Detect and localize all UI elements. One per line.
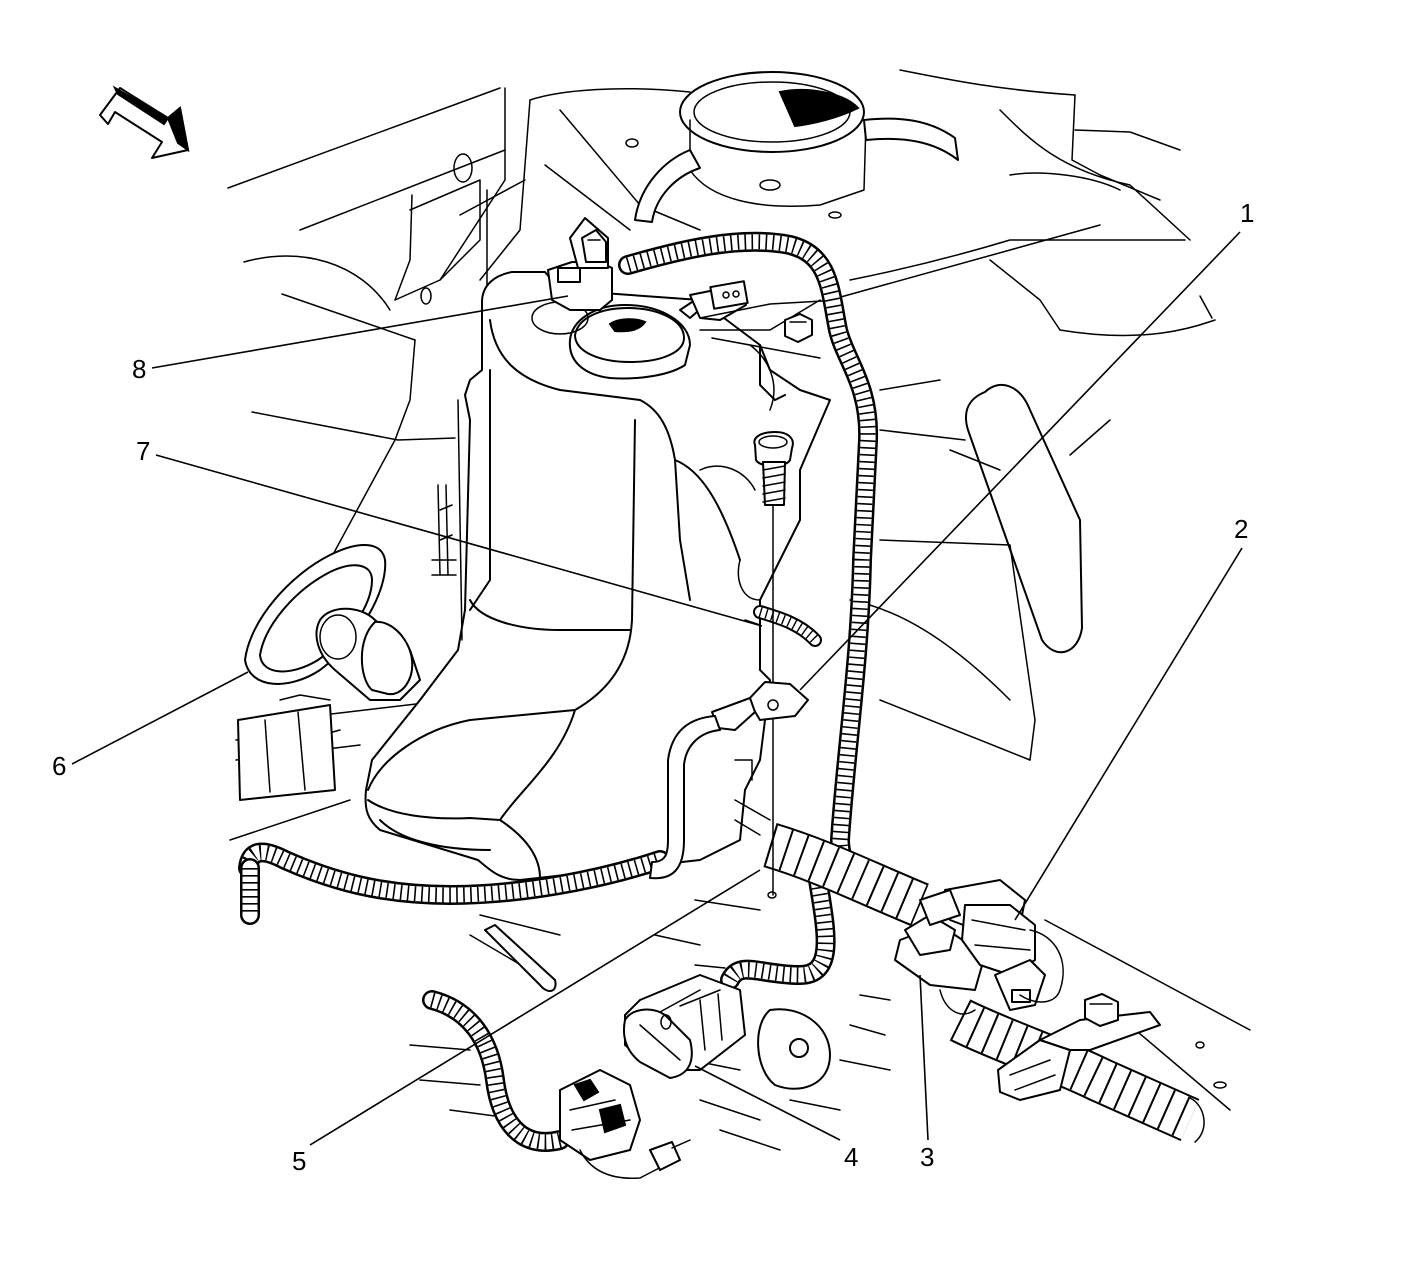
callout-4: 4 <box>844 1142 858 1172</box>
arrow-icon <box>99 85 190 159</box>
callout-7: 7 <box>136 436 150 466</box>
callout-6: 6 <box>52 751 66 781</box>
leader-7 <box>155 454 763 627</box>
ground-terminal <box>649 681 809 880</box>
leader-2 <box>1014 547 1243 921</box>
leader-6 <box>71 671 249 765</box>
bracket-top <box>689 280 841 359</box>
level-sensor <box>547 217 613 311</box>
body-structure <box>227 69 1251 1151</box>
callout-5: 5 <box>292 1146 306 1176</box>
filler-cap <box>531 299 706 380</box>
pump-connector <box>559 1069 691 1179</box>
callout-1: 1 <box>1240 198 1254 228</box>
harness-clip <box>997 993 1161 1101</box>
leader-lines <box>71 231 1243 1146</box>
wiring-harness <box>238 231 910 1152</box>
callout-3: 3 <box>920 1142 934 1172</box>
callout-8: 8 <box>132 354 146 384</box>
callouts: 1 2 3 4 5 6 7 8 <box>52 198 1254 1176</box>
leader-3 <box>919 974 929 1141</box>
connector-cluster <box>894 879 1064 1015</box>
connector-4 <box>622 974 746 1079</box>
leader-1 <box>799 231 1241 691</box>
leader-5 <box>309 869 761 1146</box>
washer-pump <box>244 543 421 701</box>
leader-8 <box>151 295 569 369</box>
callout-2: 2 <box>1234 514 1248 544</box>
leader-4 <box>694 1065 841 1141</box>
